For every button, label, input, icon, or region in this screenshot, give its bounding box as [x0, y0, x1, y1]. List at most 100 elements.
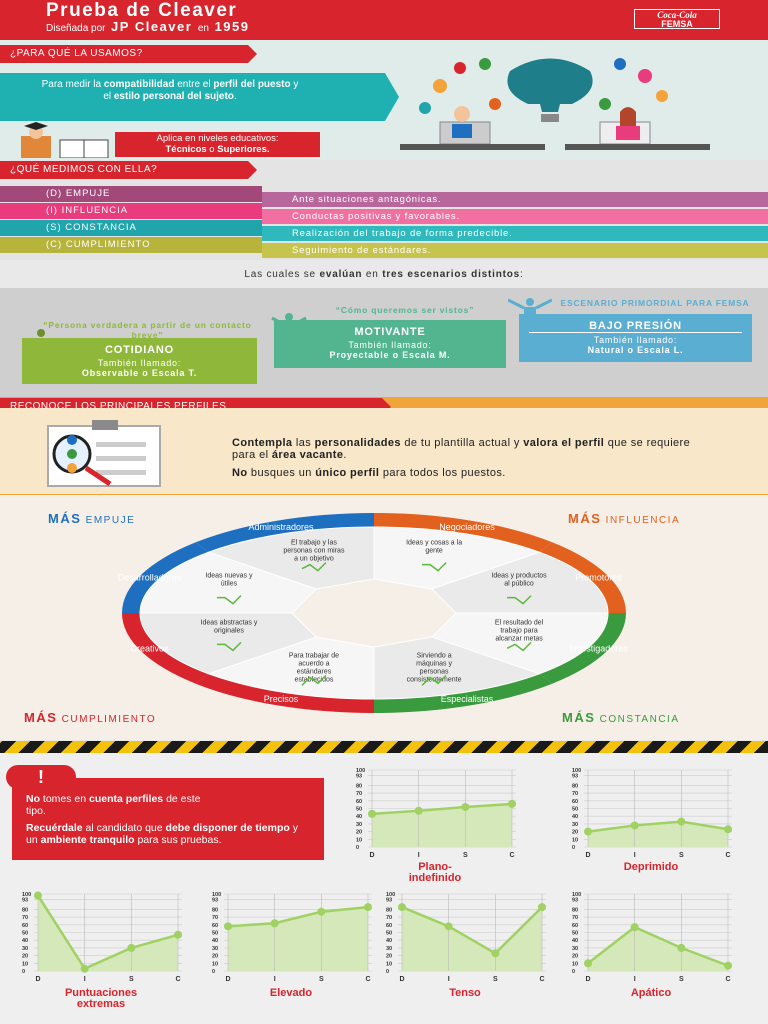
data-point	[724, 961, 732, 970]
data-point	[724, 825, 732, 834]
data-point	[317, 907, 326, 916]
wheel-note: a un objetivo	[294, 556, 334, 563]
y-tick-label: 30	[572, 822, 578, 828]
y-tick-label: 60	[386, 923, 392, 929]
purpose-box: Para medir la compatibilidad entre el pe…	[0, 73, 399, 121]
x-tick-label: D	[585, 976, 590, 983]
wheel-profile-label: Administradores	[248, 522, 314, 532]
wheel-note: Ideas y cosas a la	[406, 540, 462, 547]
y-tick-label: 60	[356, 799, 362, 805]
x-tick-label: I	[418, 852, 420, 859]
y-tick-label: 80	[386, 907, 392, 913]
y-tick-label: 80	[356, 783, 362, 789]
wheel-ring-segment	[539, 613, 626, 684]
y-tick-label: 60	[22, 923, 28, 929]
wheel-note: estándares	[297, 668, 332, 675]
data-point	[80, 964, 89, 973]
chart-title: Puntuaciones extremas	[64, 987, 138, 1010]
x-tick-label: C	[509, 852, 514, 859]
y-tick-label: 93	[212, 897, 218, 903]
x-tick-label: S	[319, 976, 324, 983]
x-tick-label: S	[679, 976, 684, 983]
x-tick-label: C	[539, 976, 544, 983]
wheel-note: El resultado del	[495, 619, 544, 626]
y-tick-label: 60	[212, 923, 218, 929]
data-point	[508, 799, 516, 808]
chart-title: Apático	[630, 987, 672, 999]
measure-label: (D) EMPUJE	[0, 186, 262, 202]
wheel-profile-label: Desarrolladores	[118, 572, 182, 582]
y-tick-label: 40	[572, 938, 578, 944]
wheel-inner-segment	[139, 551, 317, 614]
y-tick-label: 70	[572, 915, 578, 921]
y-tick-label: 50	[572, 931, 578, 937]
wheel-note: Ideas abstractas y	[201, 619, 258, 626]
chart-title: Plano- indefinido	[408, 861, 462, 884]
y-tick-label: 40	[386, 938, 392, 944]
wheel-note: El trabajo y las	[291, 540, 337, 547]
x-tick-label: S	[679, 852, 684, 859]
wheel-center	[300, 584, 448, 642]
x-tick-label: S	[129, 976, 134, 983]
wheel-mini-graph	[422, 562, 447, 572]
y-tick-label: 80	[22, 907, 28, 913]
x-tick-label: C	[175, 976, 180, 983]
wheel-profile-label: Negociadores	[439, 522, 495, 532]
wheel-note: útiles	[221, 581, 238, 588]
series-area	[38, 895, 178, 971]
x-tick-label: S	[493, 976, 498, 983]
wheel-mini-graph	[421, 674, 447, 686]
y-tick-label: 100	[572, 768, 581, 774]
wheel-profile-label: Precisos	[264, 694, 299, 704]
measure-label: (S) CONSTANCIA	[0, 220, 262, 236]
y-tick-label: 93	[572, 773, 578, 779]
warning-box: No tomes en cuenta perfiles de este tipo…	[12, 778, 324, 860]
x-tick-label: D	[35, 976, 40, 983]
y-tick-label: 70	[212, 915, 218, 921]
y-tick-label: 20	[572, 954, 578, 960]
wheel-ring-segment	[539, 542, 626, 613]
data-point	[630, 821, 639, 830]
y-tick-label: 10	[22, 961, 28, 967]
x-tick-label: D	[399, 976, 404, 983]
y-tick-label: 0	[572, 969, 575, 975]
y-tick-label: 0	[212, 969, 215, 975]
scenario-quote: “Persona verdadera a partir de un contac…	[43, 320, 252, 340]
x-tick-label: D	[369, 852, 374, 859]
author-line: Diseñada por JP Cleaver en 1959	[46, 19, 250, 34]
series-area	[588, 927, 728, 971]
wheel-note: Ideas y productos	[491, 573, 547, 580]
data-point	[584, 827, 592, 836]
measure-description: Conductas positivas y favorables.	[262, 209, 768, 224]
x-tick-label: I	[448, 976, 450, 983]
data-point	[224, 922, 232, 931]
wheel-mini-graph	[506, 641, 532, 652]
wheel-profile-label: Promotores	[575, 572, 622, 582]
page-title: Prueba de Cleaver	[46, 0, 238, 21]
wheel-note: Sirviendo a	[417, 652, 452, 659]
series-line	[371, 802, 513, 816]
y-tick-label: 0	[572, 845, 575, 851]
y-tick-label: 20	[572, 830, 578, 836]
x-tick-label: I	[84, 976, 86, 983]
wheel-note: gente	[425, 548, 443, 555]
wheel-ring-segment	[122, 542, 209, 613]
y-tick-label: 50	[386, 931, 392, 937]
scenario-quote: “Cómo queremos ser vistos”	[335, 305, 475, 315]
femsa-logo: Coca-Cola FEMSA	[634, 9, 720, 29]
y-tick-label: 60	[572, 923, 578, 929]
measure-description: Seguimiento de estándares.	[262, 243, 768, 258]
data-point	[677, 817, 686, 826]
wheel-profile-label: Investigadores	[569, 644, 628, 654]
scenario-card-cotidiano: COTIDIANO También llamado: Observable o …	[22, 338, 257, 384]
profiles-wheel: Administradores El trabajo y laspersonas …	[118, 513, 628, 713]
y-tick-label: 50	[22, 931, 28, 937]
levels-box: Aplica en niveles educativos: Técnicos o…	[115, 132, 320, 157]
y-tick-label: 70	[572, 791, 578, 797]
wheel-note: personas con miras	[283, 548, 345, 555]
wheel-note: personas	[420, 668, 449, 675]
wheel-note: Para trabajar de	[289, 652, 339, 659]
